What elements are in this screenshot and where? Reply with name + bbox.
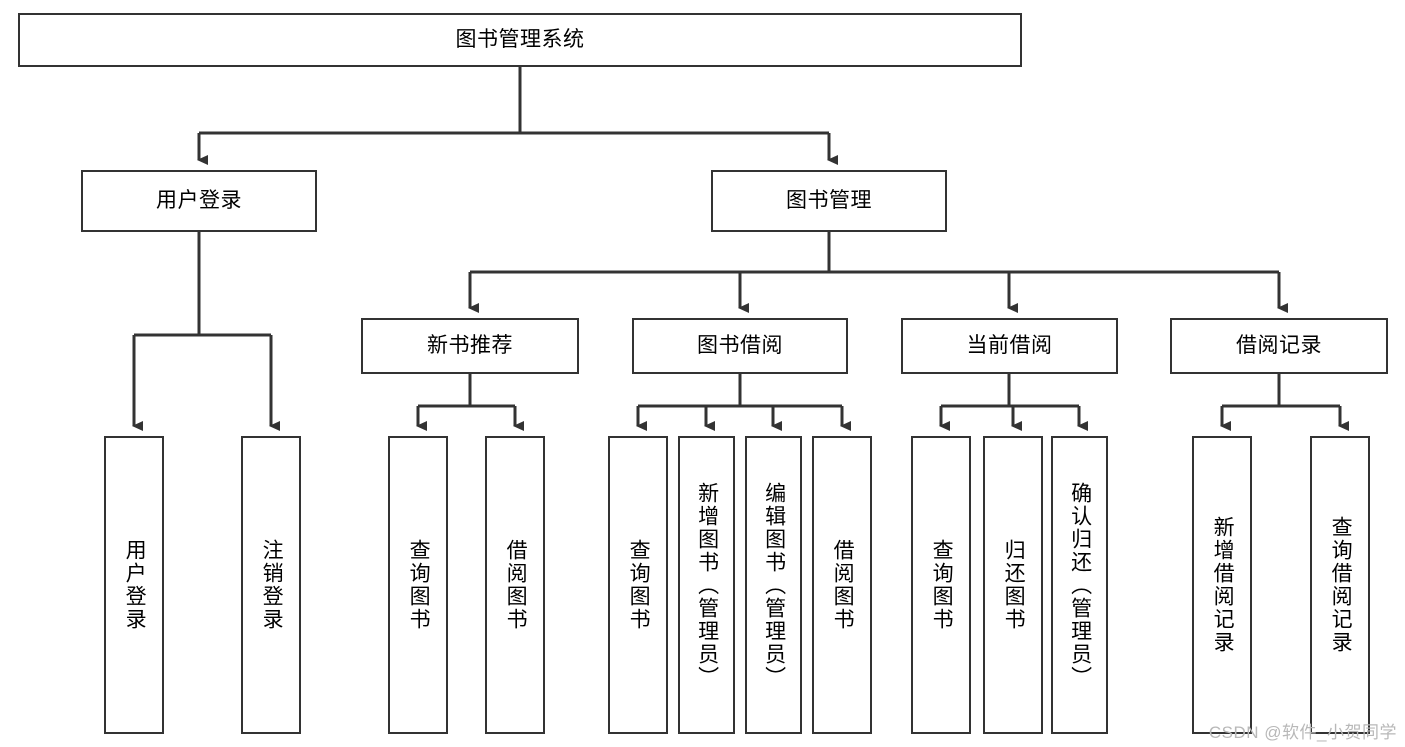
node-leaf-borrow-book-2-label: 借阅图书 — [831, 539, 855, 631]
node-book-borrow[interactable]: 图书借阅 — [632, 318, 848, 374]
node-leaf-edit-book-label: 编辑图书（管理员） — [762, 481, 786, 689]
node-user-login-label: 用户登录 — [156, 188, 242, 212]
node-leaf-query-record-label: 查询借阅记录 — [1329, 516, 1353, 654]
node-borrow-record-label: 借阅记录 — [1236, 333, 1322, 357]
node-leaf-return-book[interactable]: 归还图书 — [983, 436, 1043, 734]
node-root-label: 图书管理系统 — [455, 27, 585, 51]
node-current-borrow-label: 当前借阅 — [966, 333, 1053, 357]
node-leaf-add-book[interactable]: 新增图书（管理员） — [678, 436, 735, 734]
node-leaf-query-book-3-label: 查询图书 — [930, 539, 954, 631]
node-leaf-borrow-book-1[interactable]: 借阅图书 — [485, 436, 545, 734]
node-current-borrow[interactable]: 当前借阅 — [901, 318, 1118, 374]
node-leaf-query-book-1-label: 查询图书 — [407, 539, 431, 631]
node-book-borrow-label: 图书借阅 — [697, 333, 783, 357]
node-leaf-user-login-label: 用户登录 — [123, 539, 147, 631]
node-book-manage-label: 图书管理 — [786, 188, 872, 212]
node-leaf-logout[interactable]: 注销登录 — [241, 436, 301, 734]
node-leaf-logout-label: 注销登录 — [260, 539, 284, 631]
node-user-login[interactable]: 用户登录 — [81, 170, 317, 232]
node-leaf-add-record[interactable]: 新增借阅记录 — [1192, 436, 1252, 734]
node-leaf-query-book-2[interactable]: 查询图书 — [608, 436, 668, 734]
node-root[interactable]: 图书管理系统 — [18, 13, 1022, 67]
node-leaf-query-record[interactable]: 查询借阅记录 — [1310, 436, 1370, 734]
node-leaf-add-record-label: 新增借阅记录 — [1211, 516, 1235, 654]
node-leaf-confirm-return-label: 确认归还（管理员） — [1068, 481, 1092, 689]
node-new-book-recommend[interactable]: 新书推荐 — [361, 318, 579, 374]
node-leaf-return-book-label: 归还图书 — [1002, 539, 1026, 631]
node-leaf-query-book-1[interactable]: 查询图书 — [388, 436, 448, 734]
node-borrow-record[interactable]: 借阅记录 — [1170, 318, 1388, 374]
node-leaf-query-book-3[interactable]: 查询图书 — [911, 436, 971, 734]
node-leaf-confirm-return[interactable]: 确认归还（管理员） — [1051, 436, 1108, 734]
node-leaf-borrow-book-2[interactable]: 借阅图书 — [812, 436, 872, 734]
node-leaf-edit-book[interactable]: 编辑图书（管理员） — [745, 436, 802, 734]
watermark-text: CSDN @软件_小贺同学 — [1208, 723, 1397, 742]
node-leaf-add-book-label: 新增图书（管理员） — [695, 481, 719, 689]
node-book-manage[interactable]: 图书管理 — [711, 170, 947, 232]
node-new-book-recommend-label: 新书推荐 — [427, 333, 513, 357]
node-leaf-borrow-book-1-label: 借阅图书 — [504, 539, 528, 631]
node-leaf-user-login[interactable]: 用户登录 — [104, 436, 164, 734]
node-leaf-query-book-2-label: 查询图书 — [627, 539, 651, 631]
